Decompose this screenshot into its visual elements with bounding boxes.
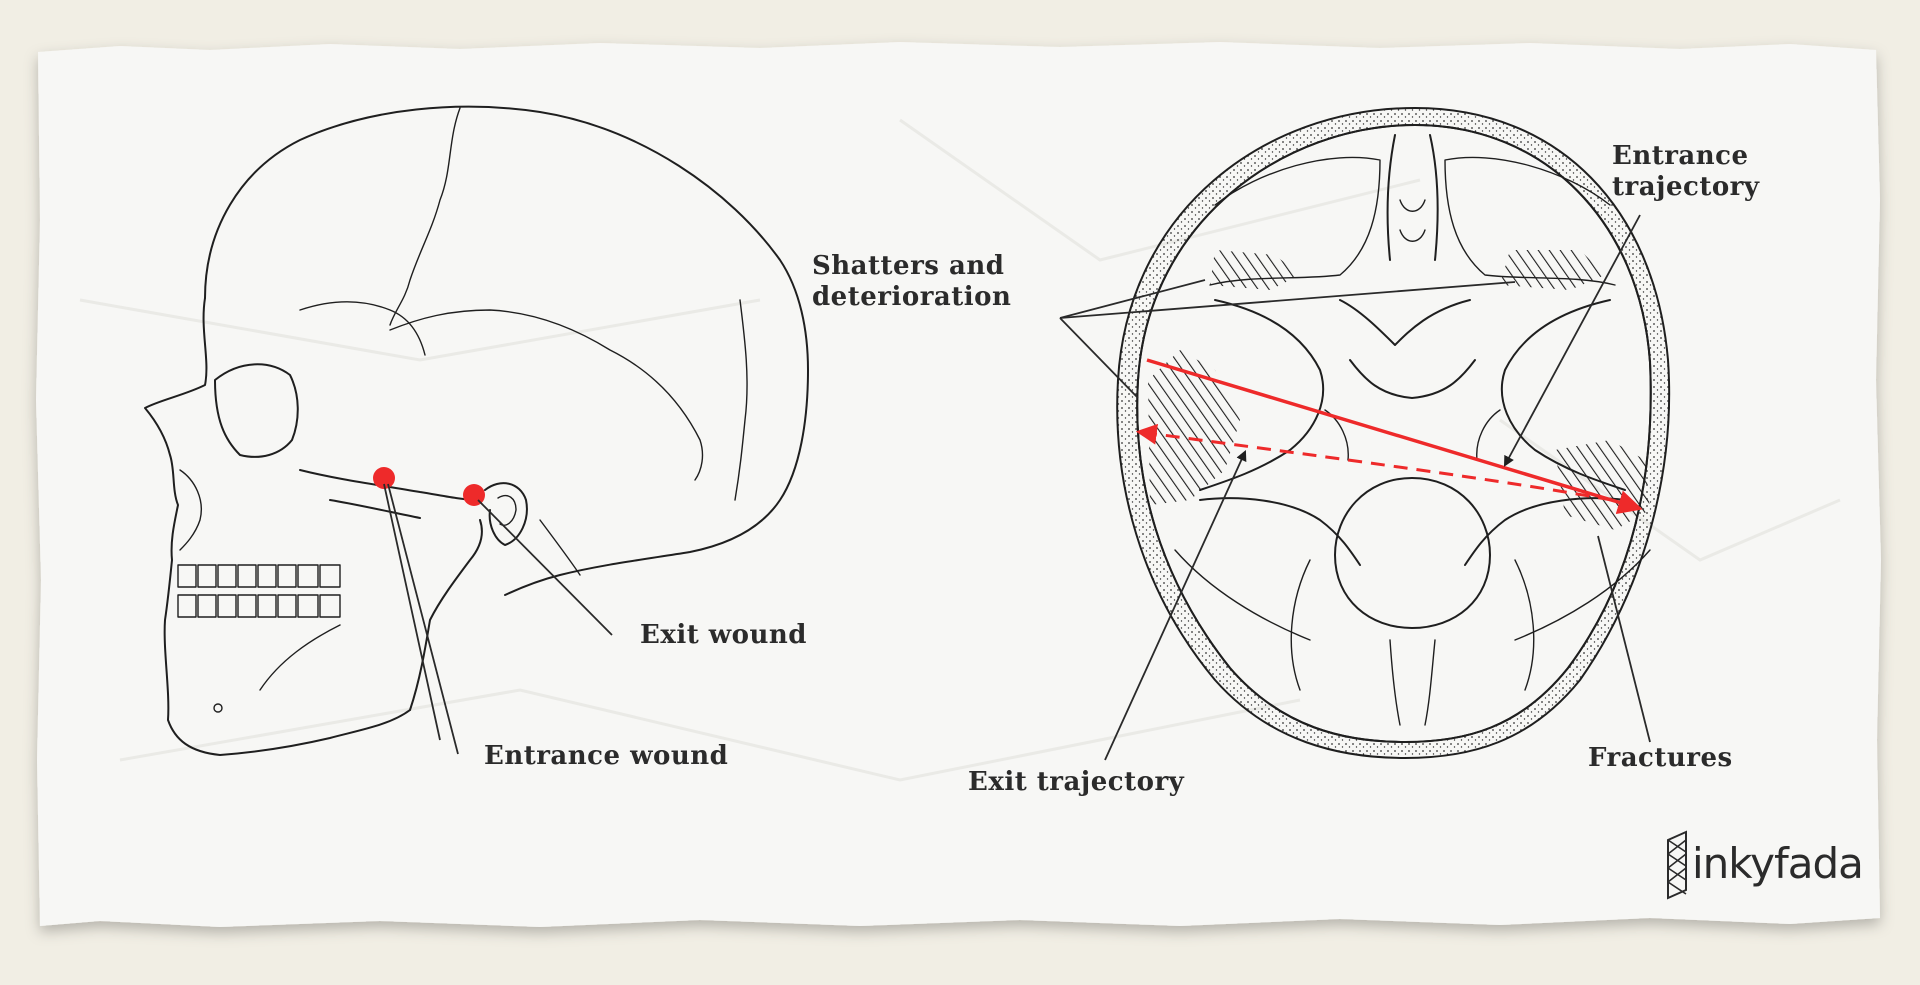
fracture-hatch-left — [1148, 350, 1240, 505]
entrance-wound-marker — [373, 467, 395, 489]
fracture-hatch-upper-left — [1210, 250, 1300, 290]
label-fractures: Fractures — [1588, 743, 1733, 773]
paper-crease-marks — [79, 118, 1841, 782]
paper-sheet — [36, 42, 1881, 927]
fracture-hatch-upper-right — [1500, 250, 1605, 290]
brand-logo-icon — [1667, 830, 1687, 900]
fractures-leader — [1597, 535, 1651, 743]
exit-trajectory-leader — [1104, 450, 1247, 761]
label-exit-wound: Exit wound — [640, 620, 807, 650]
skull-side-view — [144, 105, 809, 756]
entrance-trajectory-leader — [1503, 214, 1641, 467]
entrance-trajectory-line — [1146, 358, 1643, 515]
shatters-leaders — [1059, 279, 1516, 399]
brand-name: inkyfada — [1692, 839, 1863, 888]
entrance-wound-leader — [387, 483, 459, 755]
exit-trajectory-line — [1135, 423, 1613, 502]
label-entrance-wound: Entrance wound — [484, 741, 728, 771]
exit-wound-leader — [477, 499, 613, 636]
label-entrance-trajectory-line2: trajectory — [1612, 172, 1760, 202]
label-exit-trajectory: Exit trajectory — [968, 767, 1185, 797]
skull-base-view — [1116, 106, 1671, 760]
label-shatters-line1: Shatters and — [812, 251, 1004, 281]
label-shatters-line2: deterioration — [812, 282, 1011, 312]
label-entrance-trajectory-line1: Entrance — [1612, 141, 1749, 171]
